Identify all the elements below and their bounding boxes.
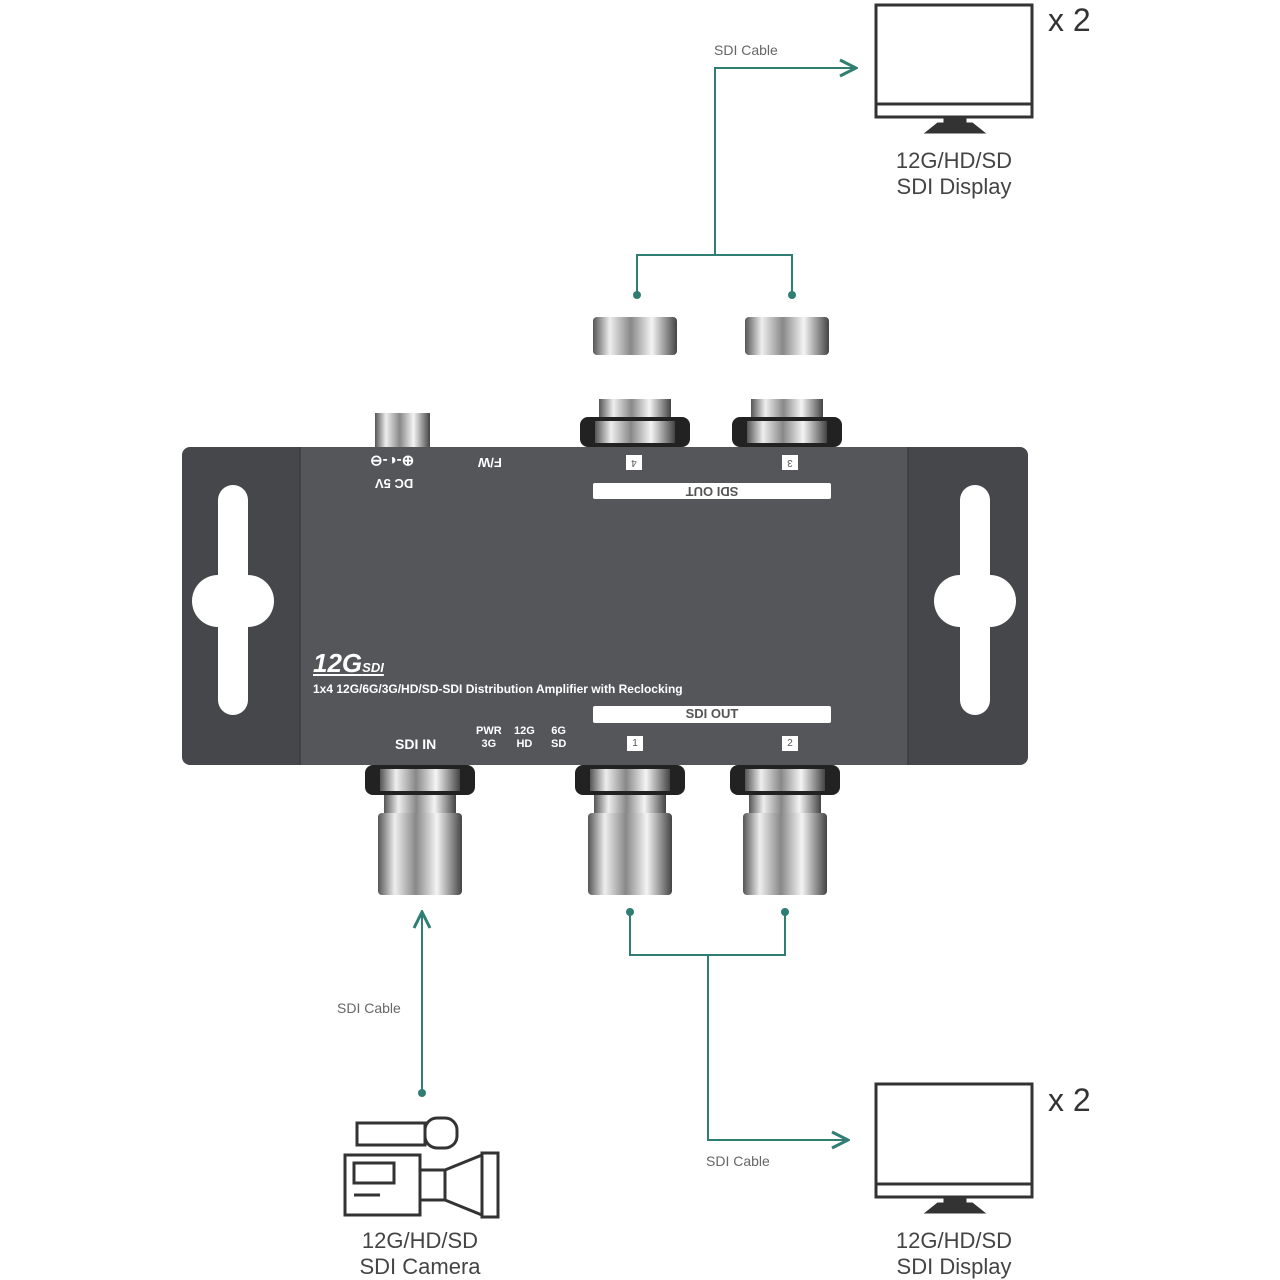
bnc-connector-1 (575, 765, 685, 895)
cable-dot (633, 291, 641, 299)
sdi-in-label: SDI IN (395, 736, 437, 752)
input-cable-label: SDI Cable (337, 1000, 401, 1016)
top-cable-lines (636, 68, 856, 295)
bottom-cable-label: SDI Cable (706, 1153, 770, 1169)
camera-icon (343, 1116, 500, 1219)
bnc-connector-2 (730, 765, 840, 895)
mounting-slot-right (934, 485, 1016, 715)
sdi-out-back-label: SDI OUT (593, 483, 831, 499)
port-2-label: 2 (782, 736, 798, 751)
bottom-cable-lines (629, 912, 848, 1140)
top-count: x 2 (1048, 2, 1091, 38)
top-cable-label: SDI Cable (714, 42, 778, 58)
port-3-label: 3 (782, 455, 798, 470)
bnc-connector-sdi-in (365, 765, 475, 895)
monitor-icon-bottom (874, 1082, 1034, 1214)
port-4-label: 4 (626, 455, 642, 470)
cable-dot (788, 291, 796, 299)
sdi-out-front-label: SDI OUT (593, 706, 831, 723)
dc-jack (375, 413, 430, 447)
port-1-label: 1 (627, 736, 643, 751)
polarity-symbol: ⊕-◐-⊖ (370, 452, 415, 469)
bottom-count: x 2 (1048, 1082, 1091, 1118)
mounting-slot-left (192, 485, 274, 715)
device-description: 1x4 12G/6G/3G/HD/SD-SDI Distribution Amp… (313, 682, 683, 696)
fw-label: F/W (478, 455, 502, 470)
12g-sdi-logo: 12GSDI (313, 648, 384, 678)
dc-label: DC 5V (375, 476, 414, 491)
monitor-icon-top (874, 3, 1034, 134)
bnc-connector-3 (732, 317, 842, 447)
bnc-connector-4 (580, 317, 690, 447)
